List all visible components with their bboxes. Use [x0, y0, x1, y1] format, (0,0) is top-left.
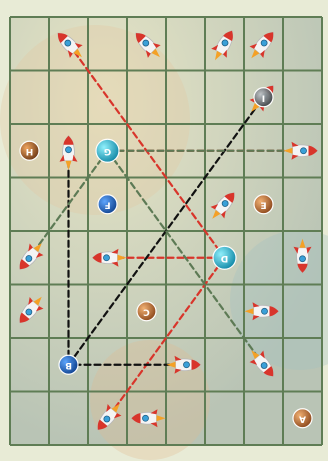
- orb-label: G: [104, 146, 111, 156]
- rocket-window: [184, 362, 190, 368]
- orb-label: D: [221, 253, 228, 263]
- orb-a[interactable]: A: [293, 409, 312, 428]
- rocket-window: [262, 308, 268, 314]
- orb-b[interactable]: B: [59, 355, 78, 374]
- orb-d[interactable]: D: [213, 246, 236, 269]
- planet-decoration: [90, 340, 210, 460]
- orb-label: B: [65, 360, 72, 370]
- orb-label: F: [104, 199, 110, 209]
- orb-label: C: [143, 306, 150, 316]
- orb-i[interactable]: I: [254, 88, 273, 107]
- orb-e[interactable]: E: [254, 195, 273, 214]
- planet-decoration: [0, 25, 190, 215]
- orb-f[interactable]: F: [98, 195, 117, 214]
- orb-label: I: [262, 92, 265, 102]
- rocket-window: [300, 256, 306, 262]
- orb-label: A: [299, 413, 306, 423]
- orb-c[interactable]: C: [137, 302, 156, 321]
- rocket-window: [143, 415, 149, 421]
- rocket-window: [301, 148, 307, 154]
- orb-g[interactable]: G: [96, 139, 119, 162]
- orb-h[interactable]: H: [20, 141, 39, 160]
- rocket-window: [104, 255, 110, 261]
- orb-label: E: [260, 199, 266, 209]
- orb-label: H: [26, 146, 34, 156]
- rocket-window: [66, 147, 72, 153]
